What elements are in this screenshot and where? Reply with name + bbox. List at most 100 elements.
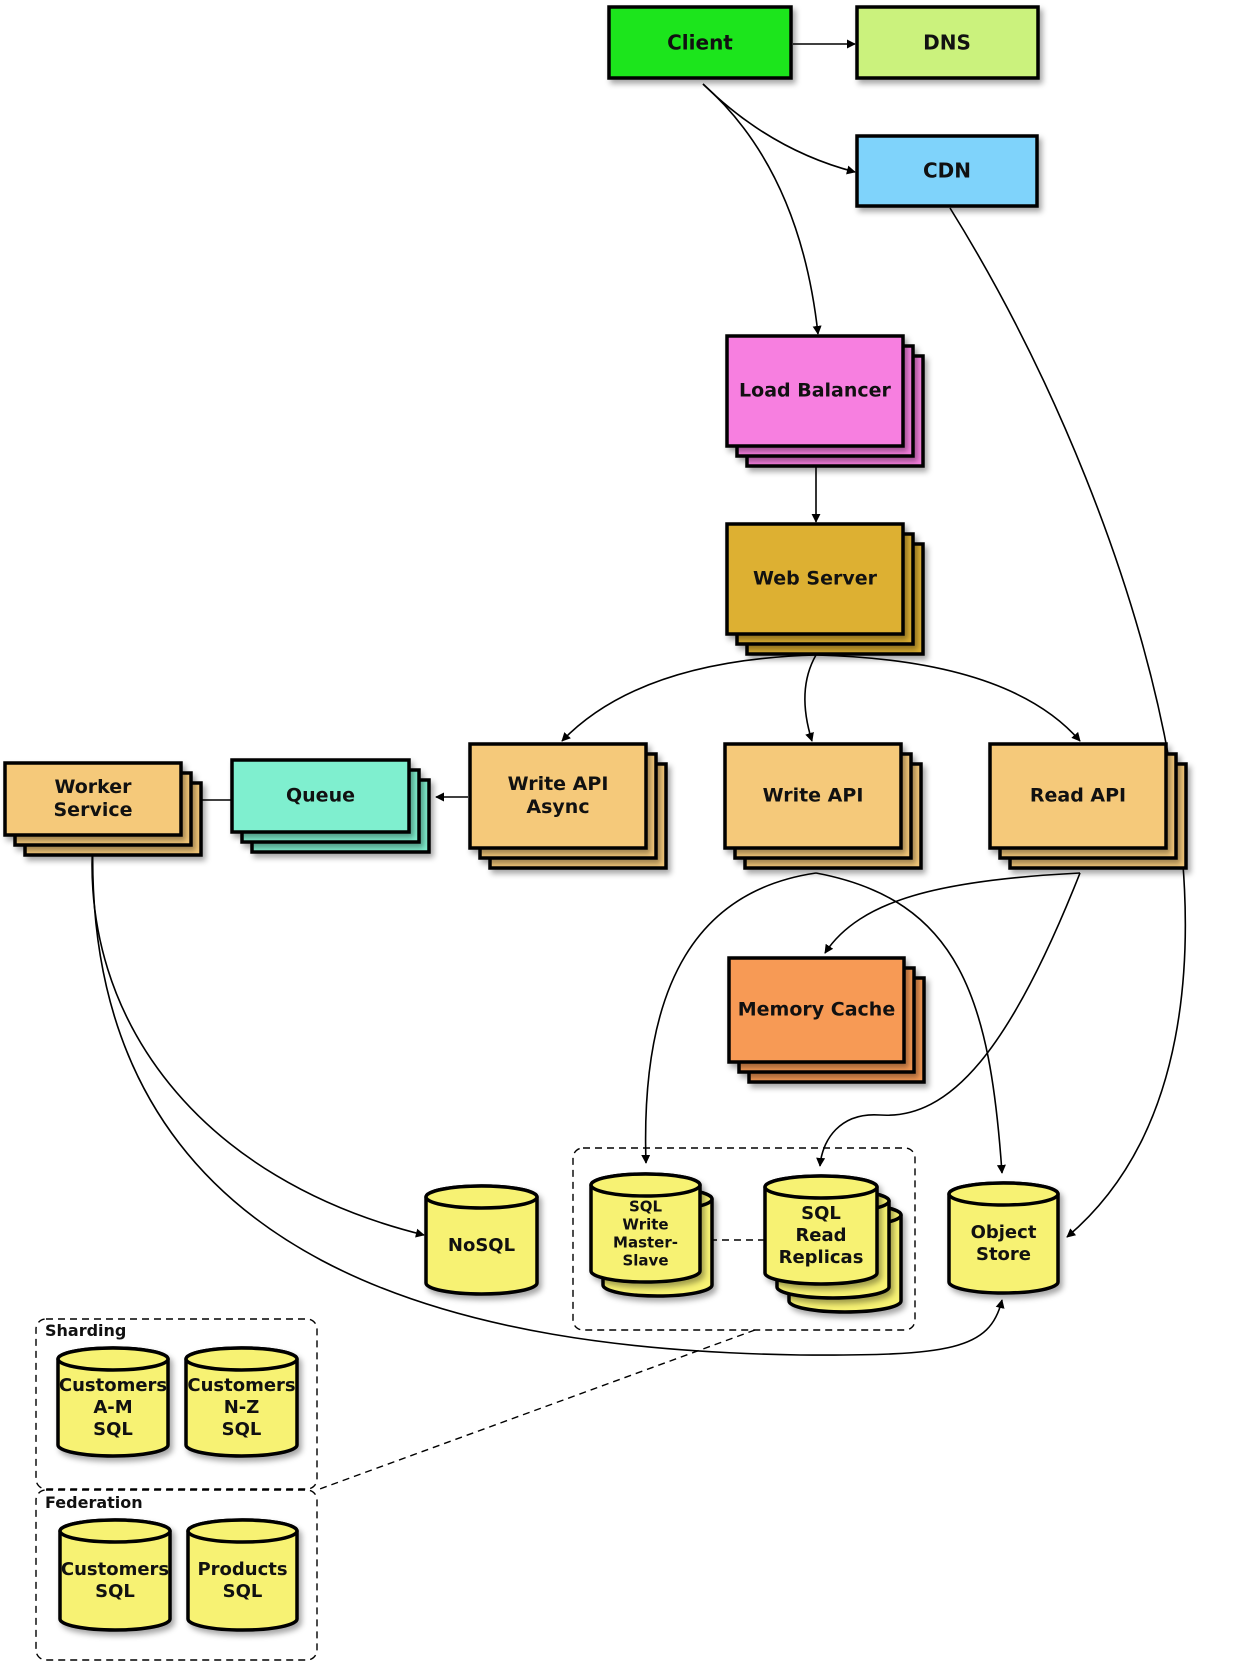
node-nosql: NoSQL xyxy=(424,1184,539,1296)
node-sql-write-front xyxy=(589,1172,702,1284)
node-web-server: Web Server xyxy=(725,522,925,656)
write-api-async-label-line: Async xyxy=(526,796,589,818)
sql-group-border xyxy=(572,1147,916,1331)
customers-am-label-line: Customers xyxy=(59,1375,167,1396)
worker-service-label-line: Service xyxy=(54,799,133,821)
edge-write-sqlwrite xyxy=(641,872,817,1164)
federation-group-label: Federation xyxy=(45,1493,143,1512)
object-store-label-line: Object xyxy=(971,1222,1037,1243)
queue-label-line: Queue xyxy=(286,785,355,807)
node-dns: DNS xyxy=(855,5,1040,80)
sql-write-label-line: SQL xyxy=(629,1198,663,1216)
load-balancer-label-line: Load Balancer xyxy=(739,380,892,402)
sharding-group: Sharding xyxy=(35,1318,318,1490)
edge-web-write xyxy=(804,654,817,742)
write-api-async-label-line: Write API xyxy=(508,773,609,795)
node-customers-am-front xyxy=(56,1346,170,1458)
load-balancer-box-layer xyxy=(725,334,905,448)
node-customers-sql-front xyxy=(58,1518,172,1632)
customers-sql-label-line: SQL xyxy=(95,1581,135,1602)
products-sql-label-line: Products xyxy=(197,1559,287,1580)
worker-service-box-layer xyxy=(3,761,183,837)
cdn-box xyxy=(855,134,1039,208)
node-client: Client xyxy=(607,5,793,80)
read-api-box-layer xyxy=(988,742,1168,850)
edge-read-memcache xyxy=(824,872,1081,954)
edge-cdn-objectstore xyxy=(949,207,1186,1238)
sql-read-label-line: Replicas xyxy=(779,1247,864,1268)
write-api-box-layer xyxy=(723,742,903,850)
node-memory-cache: Memory Cache xyxy=(727,956,926,1084)
node-queue: Queue xyxy=(230,758,431,854)
node-nosql-front xyxy=(424,1184,539,1296)
customers-nz-label-line: N-Z xyxy=(224,1397,260,1418)
object-store-label-line: Store xyxy=(976,1244,1031,1265)
edge-write-objectstore xyxy=(815,872,1006,1174)
sql-read-label-line: SQL xyxy=(801,1203,841,1224)
node-customers-nz-front-top xyxy=(184,1346,299,1372)
write-api-label-line: Write API xyxy=(763,785,864,807)
client-label: Client xyxy=(667,31,733,55)
cdn-label: CDN xyxy=(923,159,971,183)
customers-nz-label-line: Customers xyxy=(187,1375,295,1396)
node-sql-read-front-top xyxy=(763,1174,879,1200)
node-object-store-front-top xyxy=(947,1181,1060,1207)
federation-group: Federation xyxy=(35,1489,318,1661)
client-box xyxy=(607,5,793,80)
node-customers-am-front-top xyxy=(56,1346,170,1372)
customers-nz-label-line: SQL xyxy=(222,1419,262,1440)
edge-worker-nosql xyxy=(91,837,425,1238)
node-sql-write-front-top xyxy=(589,1172,702,1198)
edge-web-read xyxy=(815,654,1081,742)
federation-group-border xyxy=(35,1489,318,1661)
node-read-api: Read API xyxy=(988,742,1188,870)
customers-sql-label-line: Customers xyxy=(61,1559,169,1580)
edge-web-writeasync xyxy=(561,654,817,742)
customers-am-label-line: SQL xyxy=(93,1419,133,1440)
node-load-balancer: Load Balancer xyxy=(725,334,925,468)
database-nodes: NoSQLSlaveSQLWriteMaster-SlaveSQLReadRep… xyxy=(56,1172,1060,1632)
node-nosql-front-top xyxy=(424,1184,539,1210)
web-server-label-line: Web Server xyxy=(753,568,878,590)
sharding-group-label: Sharding xyxy=(45,1321,126,1340)
worker-service-label-line: Worker xyxy=(54,776,132,798)
sql-read-label-line: Read xyxy=(795,1225,846,1246)
web-server-box-layer xyxy=(725,522,905,636)
write-api-async-box-layer xyxy=(468,742,648,850)
products-sql-label-line: SQL xyxy=(223,1581,263,1602)
edge-client-lb xyxy=(702,83,822,335)
nosql-label-line: NoSQL xyxy=(448,1235,515,1256)
node-sql-read-front xyxy=(763,1174,879,1286)
edges xyxy=(91,39,1186,1491)
memory-cache-box-layer xyxy=(727,956,906,1064)
node-customers-nz-front xyxy=(184,1346,299,1458)
node-sql-write: SlaveSQLWriteMaster-Slave xyxy=(589,1172,714,1298)
customers-am-label-line: A-M xyxy=(93,1397,132,1418)
node-write-api: Write API xyxy=(723,742,923,870)
queue-box-layer xyxy=(230,758,411,834)
edge-worker-objectstore xyxy=(92,837,1005,1356)
read-api-label-line: Read API xyxy=(1030,785,1126,807)
node-object-store-front xyxy=(947,1181,1060,1295)
sharding-group-border xyxy=(35,1318,318,1490)
node-customers-sql-front-top xyxy=(58,1518,172,1544)
dns-box xyxy=(855,5,1040,80)
node-cdn: CDN xyxy=(855,134,1039,208)
edge-sqlgroup-dbgroups xyxy=(316,1329,756,1491)
sql-write-label-line: Slave xyxy=(622,1252,668,1270)
sql-group xyxy=(572,1147,916,1331)
edge-read-sqlread xyxy=(816,872,1081,1167)
dns-label: DNS xyxy=(923,31,971,55)
node-products-sql-front-top xyxy=(186,1518,299,1544)
sql-write-label-line: Master- xyxy=(613,1234,678,1252)
